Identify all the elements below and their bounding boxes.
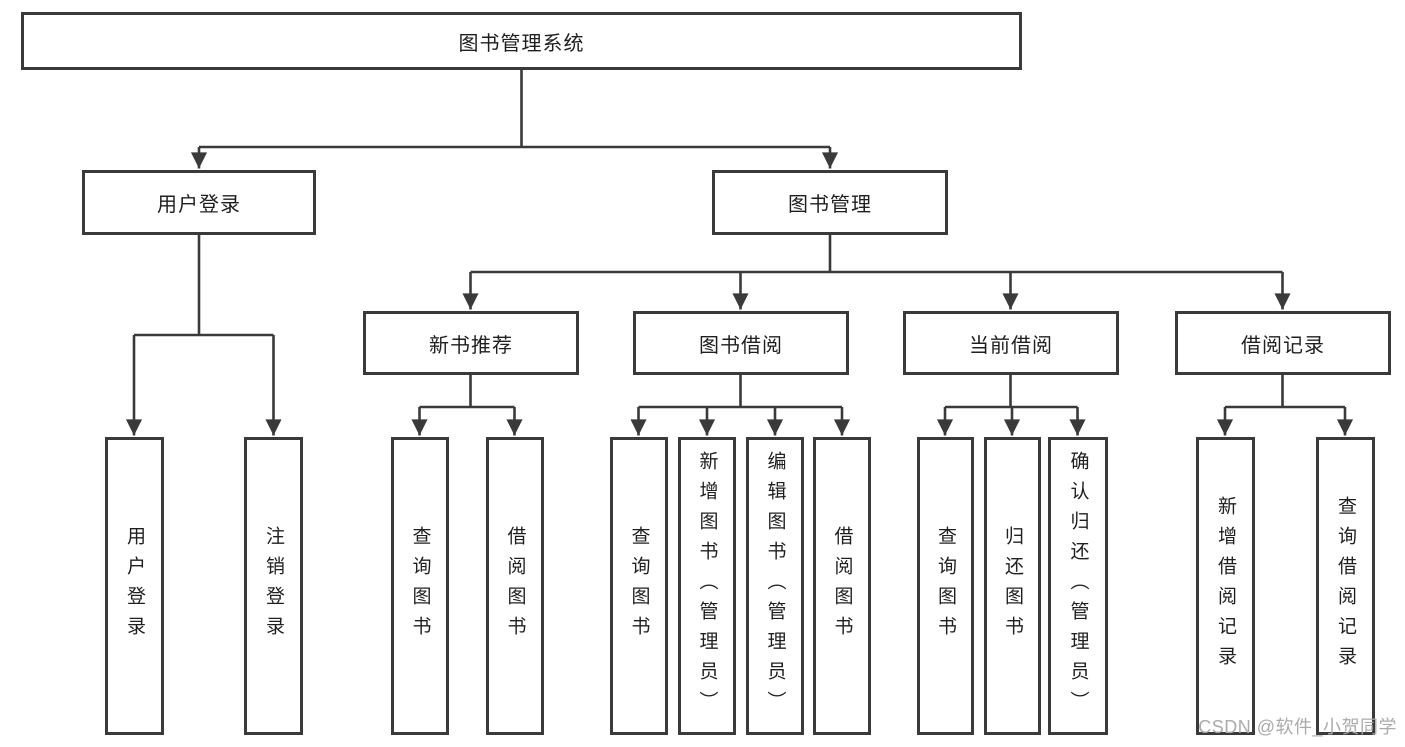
leaf-records-query-record-label: 查询借阅记录 (1335, 496, 1356, 676)
node-current-borrow-label: 当前借阅 (969, 334, 1053, 357)
node-new-book-recommend-label: 新书推荐 (429, 334, 513, 357)
node-root: 图书管理系统 (21, 12, 1022, 70)
leaf-borrow-query-books-label: 查询图书 (628, 526, 650, 646)
leaf-logout: 注销登录 (244, 437, 303, 735)
leaf-current-query-books-label: 查询图书 (935, 526, 956, 646)
leaf-borrow-edit-books-admin: 编辑图书（管理员） (746, 437, 804, 735)
node-book-management: 图书管理 (712, 170, 948, 235)
node-current-borrow: 当前借阅 (903, 311, 1119, 375)
leaf-newbook-borrow-books-label: 借阅图书 (504, 526, 526, 646)
leaf-records-add-record-label: 新增借阅记录 (1215, 496, 1236, 676)
leaf-newbook-query-books: 查询图书 (391, 437, 449, 735)
leaf-current-return-books-label: 归还图书 (1002, 526, 1023, 646)
node-book-borrow: 图书借阅 (633, 311, 849, 375)
leaf-records-add-record: 新增借阅记录 (1196, 437, 1255, 735)
node-book-borrow-label: 图书借阅 (699, 334, 783, 357)
node-user-login: 用户登录 (82, 170, 316, 235)
leaf-current-confirm-return-admin-label: 确认归还（管理员） (1067, 451, 1089, 721)
leaf-current-confirm-return-admin: 确认归还（管理员） (1048, 437, 1108, 735)
node-borrow-records-label: 借阅记录 (1241, 334, 1325, 357)
node-root-label: 图书管理系统 (458, 32, 585, 55)
leaf-borrow-query-books: 查询图书 (610, 437, 668, 735)
leaf-current-return-books: 归还图书 (984, 437, 1041, 735)
leaf-user-login-label: 用户登录 (124, 526, 145, 646)
leaf-newbook-borrow-books: 借阅图书 (486, 437, 544, 735)
leaf-borrow-edit-books-admin-label: 编辑图书（管理员） (764, 451, 786, 721)
leaf-borrow-add-books-admin-label: 新增图书（管理员） (696, 451, 718, 721)
leaf-borrow-borrow-books-label: 借阅图书 (831, 526, 853, 646)
leaf-user-login: 用户登录 (105, 437, 164, 735)
csdn-watermark: CSDN @软件_小贺同学 (1198, 717, 1397, 737)
leaf-logout-label: 注销登录 (263, 526, 284, 646)
leaf-current-query-books: 查询图书 (917, 437, 974, 735)
leaf-borrow-add-books-admin: 新增图书（管理员） (678, 437, 736, 735)
leaf-borrow-borrow-books: 借阅图书 (813, 437, 871, 735)
node-new-book-recommend: 新书推荐 (363, 311, 579, 375)
node-book-management-label: 图书管理 (788, 194, 872, 216)
node-user-login-label: 用户登录 (157, 194, 241, 216)
node-borrow-records: 借阅记录 (1175, 311, 1391, 375)
leaf-records-query-record: 查询借阅记录 (1316, 437, 1375, 735)
leaf-newbook-query-books-label: 查询图书 (409, 526, 431, 646)
